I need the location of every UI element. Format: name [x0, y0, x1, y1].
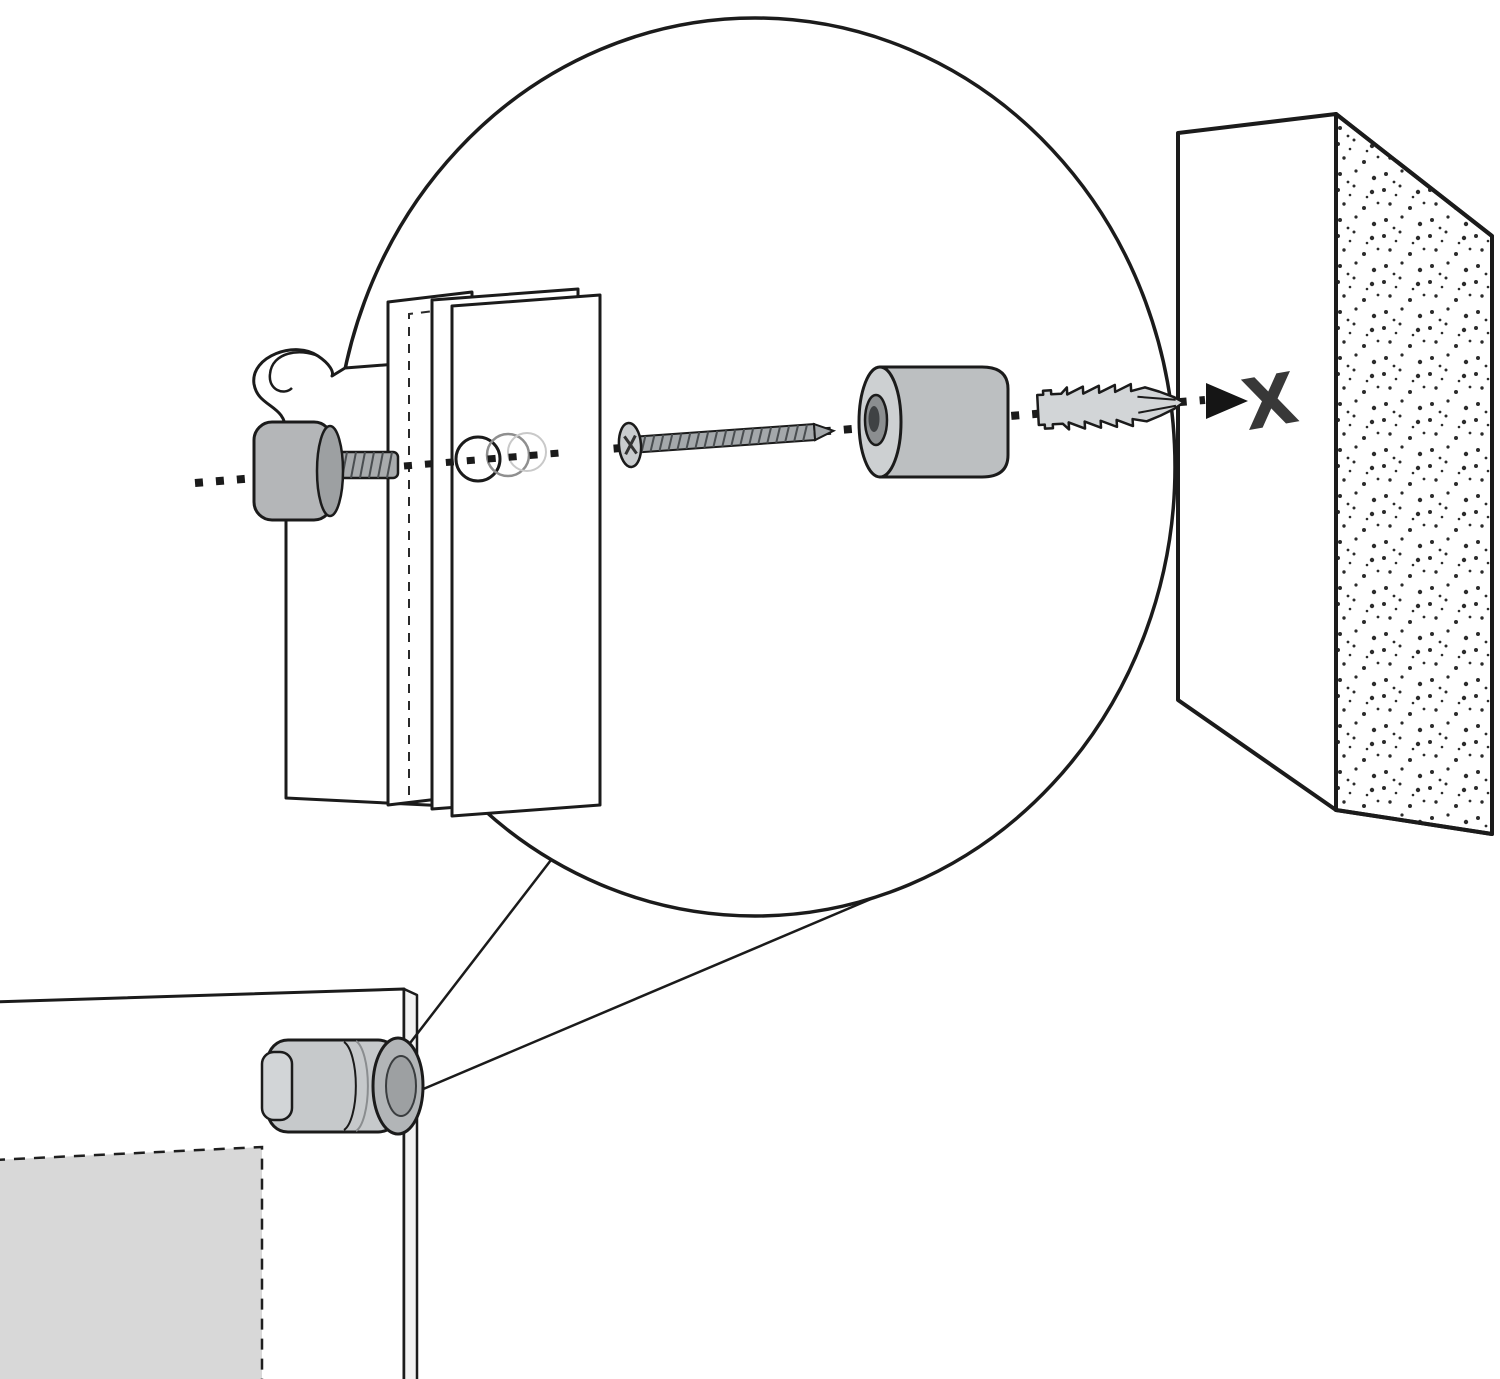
thumb-screw-cap [252, 420, 400, 522]
mounting-hole-back [507, 432, 547, 472]
barrel-spacer [857, 365, 1010, 479]
drill-arrow-icon [1206, 383, 1248, 419]
standoff-ring [343, 1041, 357, 1131]
callout-line-lower [420, 897, 872, 1092]
acrylic-panel-stack [386, 287, 602, 818]
screw-threads [640, 424, 808, 453]
callout-line-upper [396, 859, 552, 1061]
panel-dashed-inset [408, 306, 469, 795]
standoff-back-cap [260, 1050, 294, 1122]
standoff-cap-inner [385, 1055, 417, 1117]
wall-block [1176, 112, 1494, 836]
mounting-hole-middle [485, 432, 531, 478]
panel-layer-front [450, 293, 602, 818]
standoff-ring-shade [355, 1040, 369, 1132]
film-curl [268, 350, 319, 393]
wall-anchor [1035, 382, 1186, 431]
wall-side-texture [1334, 112, 1494, 836]
screw-tip [812, 422, 837, 442]
spacer-hole-bore [868, 406, 880, 432]
axis-through-holes [403, 449, 561, 470]
spacer-body [878, 365, 1010, 479]
anchor-body [1035, 382, 1186, 431]
corner-standoff [260, 1036, 425, 1136]
phillips-slot-icon [623, 434, 638, 456]
cap-face [315, 424, 345, 518]
anchor-slits [1137, 395, 1177, 414]
sign-graphic-area [0, 1145, 264, 1379]
mounting-screw [617, 421, 837, 469]
wall-front-face [1176, 112, 1338, 812]
